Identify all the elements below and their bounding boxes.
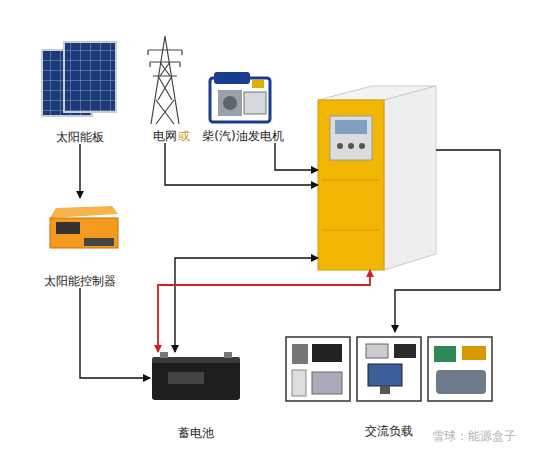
watermark: 雪球：能源盒子 xyxy=(432,428,516,445)
battery-art xyxy=(152,352,240,400)
generator-art xyxy=(210,72,270,122)
solar-panel: 太阳能板 xyxy=(38,38,122,144)
power-line xyxy=(395,150,500,332)
power-line xyxy=(165,143,318,185)
solar-panel-art xyxy=(42,42,116,116)
node-label: 柴(汽)油发电机 xyxy=(202,129,283,143)
power-line xyxy=(175,258,318,352)
ac-load: 交流负载 xyxy=(283,332,495,438)
node-label: 蓄电池 xyxy=(178,426,214,440)
power-line xyxy=(79,144,80,198)
power-line xyxy=(80,288,150,378)
node-label: 太阳能板 xyxy=(56,130,104,144)
power-line xyxy=(158,270,370,352)
inverter xyxy=(318,85,436,270)
power-line xyxy=(275,143,318,170)
node-label: 电网 xyxy=(153,129,177,143)
solar-controller: 太阳能控制器 xyxy=(36,198,124,288)
power-grid: 电网 xyxy=(145,35,185,143)
load-art xyxy=(286,337,492,401)
generator: 柴(汽)油发电机 xyxy=(198,65,288,143)
node-label: 太阳能控制器 xyxy=(44,274,116,288)
battery: 蓄电池 xyxy=(150,352,242,440)
or-label: 或 xyxy=(178,128,190,145)
node-label: 交流负载 xyxy=(365,424,413,438)
inverter-art xyxy=(318,86,436,270)
controller-art xyxy=(50,206,118,248)
tower-art xyxy=(148,36,182,124)
